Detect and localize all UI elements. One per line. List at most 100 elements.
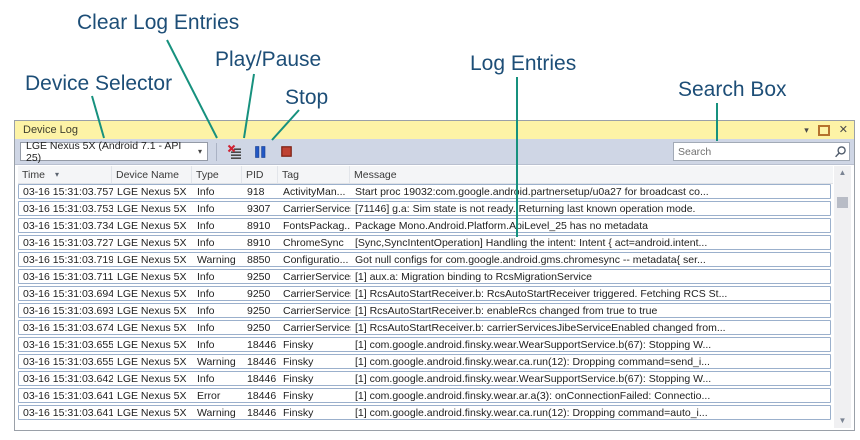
column-header-type[interactable]: Type	[192, 166, 242, 183]
cell-type: Info	[197, 185, 215, 198]
search-icon[interactable]	[833, 145, 847, 159]
cell-time: 03-16 15:31:03.727	[23, 236, 113, 249]
cell-device: LGE Nexus 5X	[117, 304, 187, 317]
cell-message: [1] RcsAutoStartReceiver.b: enableRcs ch…	[355, 304, 658, 317]
titlebar-buttons: ▾ ✕	[804, 123, 848, 136]
cell-type: Warning	[197, 355, 236, 368]
device-log-window: Device Log ▾ ✕ LGE Nexus 5X (Android 7.1…	[14, 120, 855, 431]
cell-device: LGE Nexus 5X	[117, 270, 187, 283]
cell-message: [1] com.google.android.finsky.wear.WearS…	[355, 372, 712, 385]
cell-tag: ActivityMan...	[283, 185, 346, 198]
cell-device: LGE Nexus 5X	[117, 287, 187, 300]
vertical-scrollbar[interactable]: ▲ ▼	[834, 166, 851, 428]
column-header-tag[interactable]: Tag	[278, 166, 350, 183]
annotation-search-box: Search Box	[678, 78, 787, 101]
cell-pid: 9250	[247, 321, 271, 334]
column-header-label: Time	[22, 168, 45, 181]
annotation-stop: Stop	[285, 86, 329, 109]
column-header-device[interactable]: Device Name	[112, 166, 192, 183]
cell-message: [1] com.google.android.finsky.wear.WearS…	[355, 338, 712, 351]
cell-pid: 9250	[247, 304, 271, 317]
cell-tag: FontsPackag...	[283, 219, 351, 232]
column-header-message[interactable]: Message	[350, 166, 833, 183]
float-window-icon[interactable]	[817, 124, 830, 136]
column-header-label: Device Name	[116, 168, 180, 181]
cell-tag: CarrierServices	[283, 270, 351, 283]
cell-message: [71146] g.a: Sim state is not ready. Ret…	[355, 202, 696, 215]
cell-pid: 18446	[247, 338, 277, 351]
cell-device: LGE Nexus 5X	[117, 338, 187, 351]
cell-message: [1] RcsAutoStartReceiver.b: RcsAutoStart…	[355, 287, 728, 300]
search-input[interactable]	[674, 145, 833, 158]
cell-pid: 9307	[247, 202, 271, 215]
clear-log-icon	[227, 144, 241, 159]
cell-message: [1] RcsAutoStartReceiver.b: carrierServi…	[355, 321, 726, 334]
cell-tag: Finsky	[283, 389, 314, 402]
cell-message: [1] com.google.android.finsky.wear.ca.ru…	[355, 355, 710, 368]
cell-time: 03-16 15:31:03.734	[23, 219, 113, 232]
play-pause-button[interactable]	[250, 141, 271, 162]
column-header-label: Type	[196, 168, 219, 181]
cell-tag: Finsky	[283, 372, 314, 385]
cell-pid: 8910	[247, 236, 271, 249]
cell-message: [1] com.google.android.finsky.wear.ca.ru…	[355, 406, 708, 419]
cell-message: [1] com.google.android.finsky.wear.ar.a(…	[355, 389, 711, 402]
cell-device: LGE Nexus 5X	[117, 253, 187, 266]
stop-button[interactable]	[276, 141, 297, 162]
clear-log-entries-button[interactable]	[224, 141, 245, 162]
window-position-caret-icon[interactable]: ▾	[804, 125, 809, 135]
cell-type: Info	[197, 321, 215, 334]
cell-tag: CarrierServices	[283, 287, 351, 300]
cell-time: 03-16 15:31:03.655	[23, 355, 113, 368]
cell-time: 03-16 15:31:03.693	[23, 304, 113, 317]
cell-type: Info	[197, 287, 215, 300]
cell-time: 03-16 15:31:03.642	[23, 372, 113, 385]
cell-device: LGE Nexus 5X	[117, 406, 187, 419]
toolbar: LGE Nexus 5X (Android 7.1 - API 25) ▾	[15, 139, 854, 165]
cell-pid: 18446	[247, 372, 277, 385]
cell-device: LGE Nexus 5X	[117, 185, 187, 198]
cell-device: LGE Nexus 5X	[117, 202, 187, 215]
annotation-device-selector: Device Selector	[25, 72, 173, 95]
scroll-down-icon[interactable]: ▼	[838, 416, 847, 425]
cell-type: Info	[197, 338, 215, 351]
cell-time: 03-16 15:31:03.719	[23, 253, 113, 266]
log-row[interactable]: 03-16 15:31:03.655 LGE Nexus 5X Warning 184…	[18, 354, 831, 369]
cell-device: LGE Nexus 5X	[117, 355, 187, 368]
cell-type: Warning	[197, 253, 236, 266]
titlebar[interactable]: Device Log ▾ ✕	[15, 121, 854, 139]
cell-message: [Sync,SyncIntentOperation] Handling the …	[355, 236, 708, 249]
cell-tag: Configuratio...	[283, 253, 349, 266]
cell-time: 03-16 15:31:03.641	[23, 389, 113, 402]
pause-icon	[255, 145, 266, 158]
cell-message: Start proc 19032:com.google.android.part…	[355, 185, 709, 198]
cell-device: LGE Nexus 5X	[117, 236, 187, 249]
cell-device: LGE Nexus 5X	[117, 321, 187, 334]
cell-device: LGE Nexus 5X	[117, 219, 187, 232]
cell-message: Package Mono.Android.Platform.ApiLevel_2…	[355, 219, 649, 232]
scroll-up-icon[interactable]: ▲	[838, 168, 847, 177]
cell-pid: 18446	[247, 355, 277, 368]
scrollbar-thumb[interactable]	[837, 197, 848, 208]
cell-tag: CarrierServices	[283, 321, 351, 334]
close-icon[interactable]: ✕	[838, 123, 848, 136]
chevron-down-icon: ▾	[197, 147, 202, 156]
column-header-pid[interactable]: PID	[242, 166, 278, 183]
device-selector-dropdown[interactable]: LGE Nexus 5X (Android 7.1 - API 25) ▾	[20, 140, 208, 164]
column-header-time[interactable]: Time▾	[18, 166, 112, 183]
